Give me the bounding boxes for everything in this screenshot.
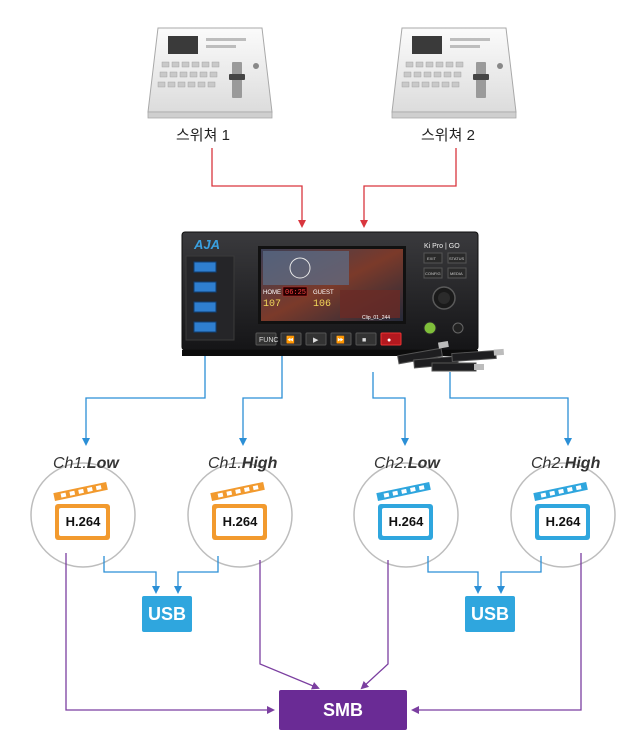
ch1-high-to-smb-connector [259, 560, 320, 690]
ch1-high-ch: Ch1. [208, 455, 242, 472]
screen-guest-score: 106 [313, 299, 331, 310]
record-button[interactable] [380, 332, 402, 346]
usb-port-icon [193, 281, 217, 293]
clapperboard-icon-orange [210, 481, 267, 540]
model-label: Ki Pro | GO [424, 243, 460, 250]
channel-node-ch1-low [30, 462, 136, 568]
func-button[interactable] [255, 332, 277, 346]
func-button-label: FUNC [259, 337, 278, 344]
ch2-low-connector [372, 372, 409, 446]
status-button[interactable] [447, 252, 467, 264]
config-button[interactable] [423, 267, 443, 279]
usb-port-icon [193, 301, 217, 313]
switcher-2-connector [360, 148, 457, 228]
usb-target-1: USB [142, 596, 192, 632]
channel-node-ch2-low [353, 462, 459, 568]
ch2-low-codec: H.264 [388, 514, 424, 529]
ch1-high-codec: H.264 [222, 514, 258, 529]
ch1-low-ch: Ch1. [53, 455, 87, 472]
ch2-low-ch: Ch2. [374, 455, 408, 472]
svg-text:EXIT: EXIT [427, 256, 436, 261]
usb-port-icon [193, 321, 217, 333]
switcher-1-buttons [157, 61, 220, 88]
play-button[interactable] [305, 332, 327, 346]
usb-port-icon [193, 261, 217, 273]
headphone-jack-icon [452, 322, 464, 334]
ch2-low-to-usb-connector [427, 556, 482, 594]
channel-node-ch1-high [187, 462, 293, 568]
ch1-low-quality: Low [86, 455, 119, 472]
switcher-1-screen [168, 36, 198, 54]
ch2-high-label: Ch2.High [531, 455, 600, 473]
ch2-high-quality: High [564, 455, 601, 472]
switcher-2-label: 스위쳐 2 [421, 127, 475, 144]
switcher-1-connector [211, 148, 306, 228]
ch1-low-codec: H.264 [65, 514, 101, 529]
ch1-low-to-smb-connector [65, 553, 275, 714]
smb-target: SMB [279, 690, 407, 730]
ch1-low-connector [82, 356, 206, 446]
usb-port-panel [185, 255, 235, 341]
power-icon[interactable] [423, 321, 437, 335]
screen-clip: Clip_01_244 [362, 315, 390, 321]
ch1-high-to-usb-connector [174, 556, 219, 594]
ch2-low-label: Ch2.Low [374, 455, 440, 473]
channel-node-ch2-high [510, 462, 616, 568]
ch2-high-to-usb-connector [497, 556, 542, 594]
ch2-high-connector [449, 372, 572, 446]
ch2-high-codec: H.264 [545, 514, 581, 529]
switcher-1-label: 스위쳐 1 [176, 127, 230, 144]
rewind-button[interactable] [280, 332, 302, 346]
clapperboard-icon-orange [53, 481, 110, 540]
fast-forward-icon: ⏩ [336, 335, 345, 344]
ch1-high-connector [239, 356, 283, 446]
switcher-2-buttons [401, 61, 464, 88]
switcher-2-console [391, 27, 517, 119]
clapperboard-icon-blue [533, 481, 590, 540]
svg-text:CONFIG: CONFIG [425, 271, 441, 276]
transport-buttons: FUNC ⏪ ▶ ⏩ ■ ● [255, 332, 402, 346]
screen-home-label: HOME [263, 290, 281, 296]
ch2-high-to-smb-connector [411, 553, 582, 714]
ch1-low-to-usb-connector [103, 556, 160, 594]
svg-text:STATUS: STATUS [449, 256, 465, 261]
stop-button[interactable] [355, 332, 377, 346]
svg-text:MEDIA: MEDIA [450, 271, 463, 276]
media-button[interactable] [447, 267, 467, 279]
ch2-high-ch: Ch2. [531, 455, 565, 472]
ch2-low-quality: Low [407, 455, 440, 472]
stop-icon: ■ [362, 337, 366, 344]
aja-logo: AJA [193, 237, 220, 252]
ch1-high-quality: High [241, 455, 278, 472]
clapperboard-icon-blue [376, 481, 433, 540]
rewind-icon: ⏪ [286, 335, 295, 344]
exit-button[interactable] [423, 252, 443, 264]
screen-home-score: 107 [263, 299, 281, 310]
record-icon: ● [387, 337, 391, 344]
screen-clock: 06:25 [285, 289, 306, 297]
screen-guest-label: GUEST [313, 290, 334, 296]
switcher-2-screen [412, 36, 442, 54]
switcher-1-console [147, 27, 273, 119]
usb-target-2: USB [465, 596, 515, 632]
usb-sticks [397, 340, 504, 372]
fast-forward-button[interactable] [330, 332, 352, 346]
ch1-high-label: Ch1.High [208, 455, 277, 473]
ch1-low-label: Ch1.Low [53, 455, 119, 473]
ki-pro-go-device: AJA HOME GUEST 107 106 06:25 Clip_01_244… [181, 231, 479, 356]
ch2-low-to-smb-connector [360, 560, 389, 690]
play-icon: ▶ [313, 337, 319, 344]
